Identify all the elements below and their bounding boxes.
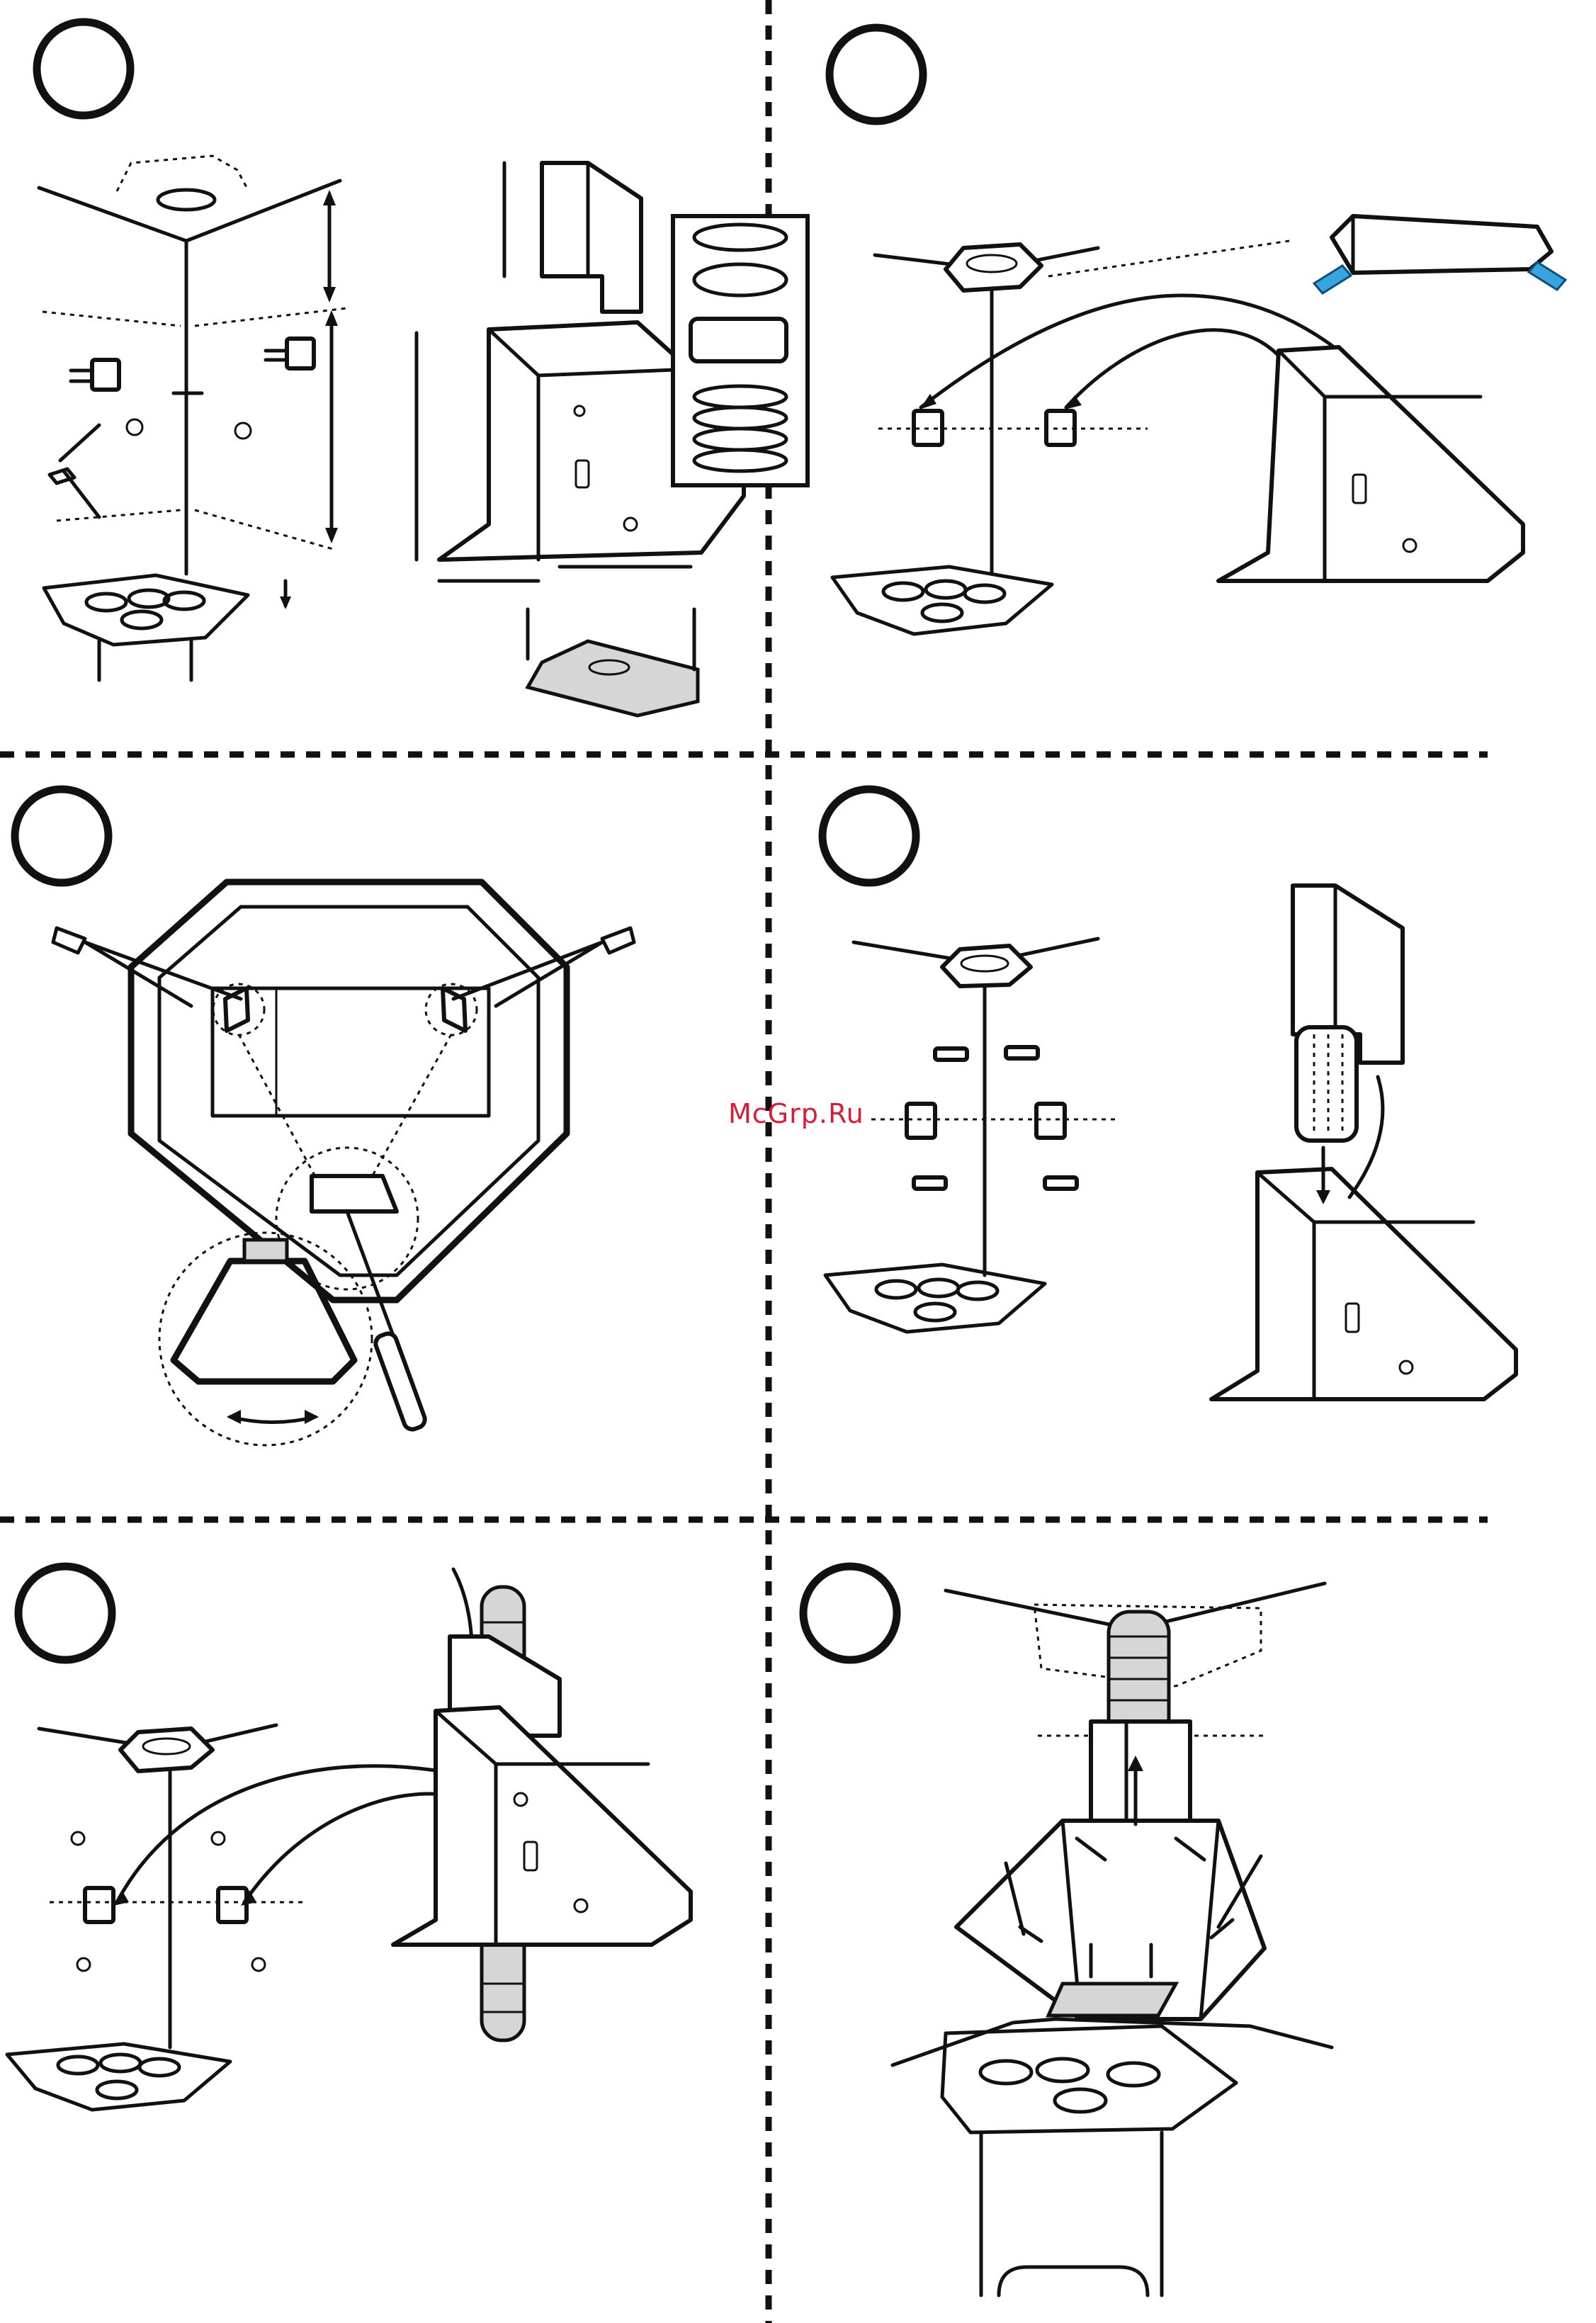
hood-chimney-icon: [393, 1637, 691, 1945]
step-2-illustration: [832, 216, 1566, 634]
step-4-illustration: [825, 886, 1516, 1399]
filter-box-icon: [528, 609, 698, 716]
watermark: McGrp.Ru: [728, 1098, 864, 1129]
step-3-illustration: [53, 882, 634, 1445]
arrow-icon: [227, 1410, 319, 1424]
step-2-circle: [830, 28, 923, 121]
hood-chimney-icon: [131, 882, 567, 1300]
cooktop-icon: [832, 567, 1052, 634]
hood-chimney-icon: [1218, 347, 1523, 581]
cooktop-icon: [825, 1265, 1045, 1332]
cooktop-icon: [44, 575, 248, 680]
flexible-duct-icon: [673, 216, 808, 485]
flexible-duct-icon: [1296, 1027, 1357, 1141]
wall-plug-icon: [1314, 216, 1566, 293]
mounting-bracket-icon: [914, 244, 1075, 445]
drill-icon: [50, 351, 287, 483]
hood-chimney-icon: [1211, 886, 1516, 1399]
arrow-icon: [60, 190, 338, 609]
hood-chimney-icon: [159, 1233, 372, 1445]
step-4-circle: [822, 789, 916, 883]
step-6-illustration: [893, 1583, 1332, 2295]
mounting-bracket-icon: [213, 984, 477, 1035]
step-6-circle: [803, 1566, 897, 1660]
step-1-circle: [37, 22, 130, 115]
step-5-circle: [18, 1566, 112, 1660]
step-1-illustration: [39, 156, 808, 716]
cooktop-icon: [7, 2044, 230, 2110]
hood-chimney-icon: [956, 1722, 1264, 2019]
mounting-bracket-icon: [92, 339, 314, 439]
cooktop-icon: [893, 2019, 1332, 2295]
step-5-illustration: [7, 1569, 691, 2110]
step-3-circle: [15, 789, 108, 883]
